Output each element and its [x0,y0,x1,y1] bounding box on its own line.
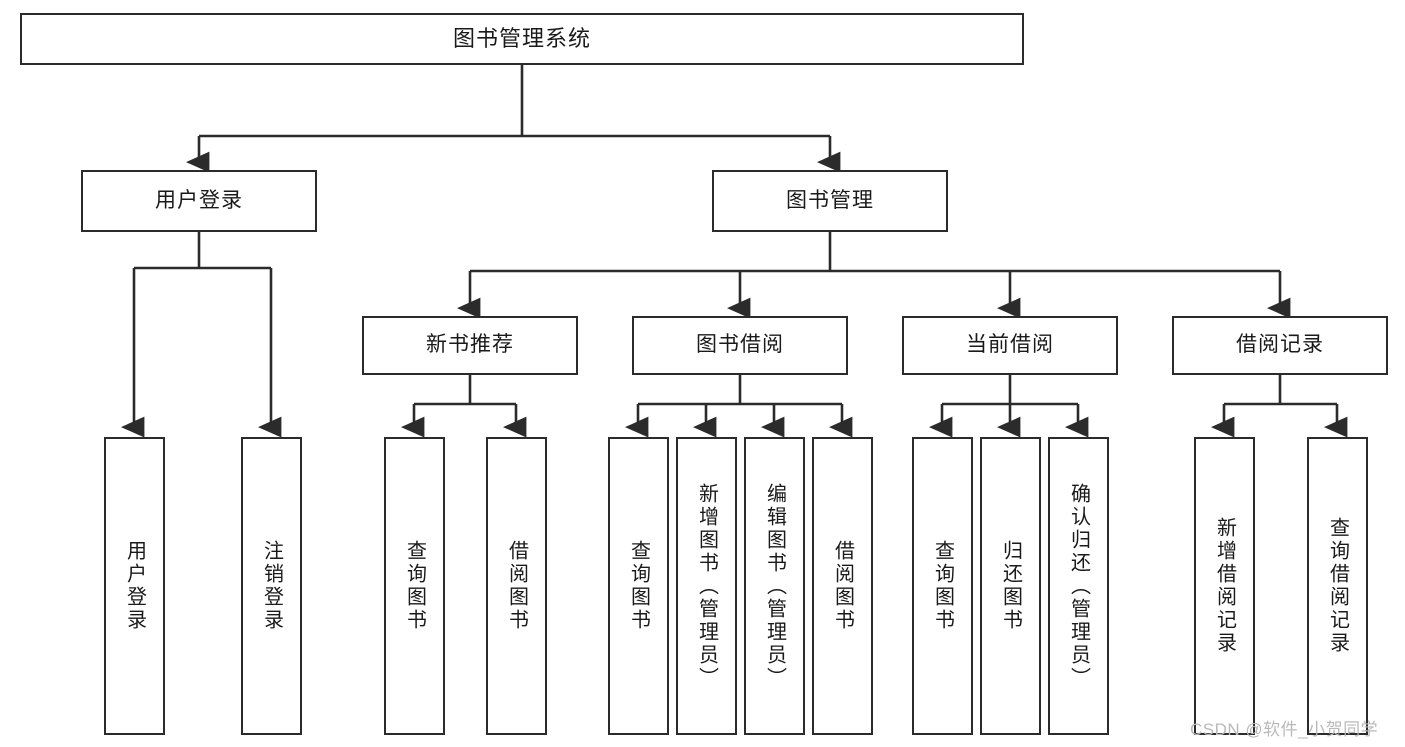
leaf-user-login[interactable]: 用户登录 [104,437,165,735]
leaf-edit-book-admin[interactable]: 编辑图书（管理员） [744,437,805,735]
node-label: 当前借阅 [966,333,1054,357]
node-label: 编辑图书（管理员） [763,482,786,690]
node-label: 借阅记录 [1236,333,1324,357]
node-label: 用户登录 [155,188,243,212]
node-label: 图书管理 [786,188,874,212]
node-borrow-record[interactable]: 借阅记录 [1172,316,1388,375]
leaf-return-book[interactable]: 归还图书 [980,437,1041,735]
node-label: 图书借阅 [696,333,784,357]
node-book-management[interactable]: 图书管理 [712,170,948,232]
node-label: 新增图书（管理员） [695,482,718,690]
node-current-borrow[interactable]: 当前借阅 [902,316,1118,375]
leaf-query-book-new[interactable]: 查询图书 [384,437,445,735]
node-label: 新书推荐 [426,333,514,357]
node-book-borrow[interactable]: 图书借阅 [632,316,848,375]
node-label: 确认归还（管理员） [1067,482,1090,690]
csdn-watermark: CSDN @软件_小贺同学 [1190,720,1379,739]
node-label: 查询图书 [627,540,650,632]
leaf-logout[interactable]: 注销登录 [241,437,302,735]
node-label: 新增借阅记录 [1213,517,1236,655]
node-label: 查询借阅记录 [1326,517,1349,655]
node-label: 借阅图书 [505,540,528,632]
node-label: 注销登录 [260,540,283,632]
node-root-book-management-system[interactable]: 图书管理系统 [20,13,1024,65]
leaf-query-book-borrow[interactable]: 查询图书 [608,437,669,735]
leaf-query-book-current[interactable]: 查询图书 [912,437,973,735]
leaf-add-book-admin[interactable]: 新增图书（管理员） [676,437,737,735]
leaf-query-borrow-record[interactable]: 查询借阅记录 [1307,437,1368,735]
leaf-add-borrow-record[interactable]: 新增借阅记录 [1194,437,1255,735]
leaf-borrow-book-new[interactable]: 借阅图书 [486,437,547,735]
node-label: 借阅图书 [831,540,854,632]
node-label: 用户登录 [123,540,146,632]
node-label: 归还图书 [999,540,1022,632]
node-label: 查询图书 [931,540,954,632]
node-user-login[interactable]: 用户登录 [81,170,317,232]
node-label: 图书管理系统 [452,26,591,52]
leaf-borrow-book[interactable]: 借阅图书 [812,437,873,735]
leaf-confirm-return-admin[interactable]: 确认归还（管理员） [1048,437,1109,735]
node-label: 查询图书 [403,540,426,632]
node-new-book-recommend[interactable]: 新书推荐 [362,316,578,375]
